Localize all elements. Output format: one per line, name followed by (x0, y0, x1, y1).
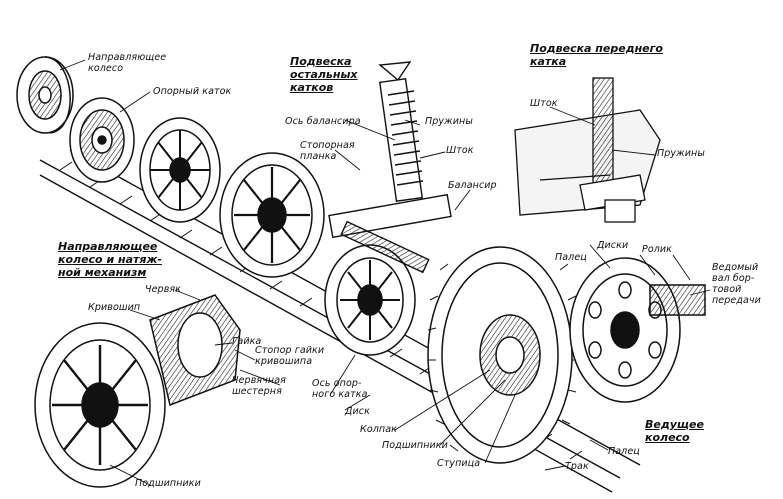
label-crank-nut-stopper: Стопор гайки кривошипа (255, 345, 324, 367)
label-worm: Червяк (145, 284, 181, 295)
heading-idler-and-tensioner: Направляющее колесо и натяж- ной механиз… (58, 240, 162, 279)
label-pin-top: Палец (555, 252, 587, 263)
label-springs-front: Пружины (657, 148, 705, 159)
label-balancer-axle: Ось балансира (285, 116, 361, 127)
label-bearings-bottom: Подшипники (135, 478, 201, 489)
road-wheel-1 (70, 98, 134, 182)
label-worm-gear: Червячная шестерня (232, 375, 286, 397)
label-pin-bottom: Палец (608, 446, 640, 457)
heading-other-wheels-suspension: Подвеска остальных катков (290, 55, 358, 94)
idler-tensioner-mechanism (35, 295, 240, 487)
label-balancer: Балансир (448, 180, 497, 191)
label-stop-plate: Стопорная планка (300, 140, 355, 162)
label-track: Трак (565, 461, 589, 472)
label-disc: Диск (345, 406, 370, 417)
label-roller: Ролик (642, 244, 672, 255)
label-discs: Диски (597, 240, 628, 251)
drive-wheel-assembly (428, 247, 580, 463)
heading-front-wheel-suspension: Подвеска переднего катка (530, 42, 663, 68)
label-driven-shaft: Ведомый вал бор- товой передачи (712, 262, 761, 306)
label-cap: Колпак (360, 424, 397, 435)
label-springs-main: Пружины (425, 116, 473, 127)
label-idler-wheel: Направляющее колесо (88, 52, 166, 74)
sprocket-exploded (570, 258, 705, 402)
label-hub: Ступица (437, 458, 480, 469)
label-bearings-center: Подшипники (382, 440, 448, 451)
road-wheel-3 (220, 153, 324, 277)
label-rod-front: Шток (530, 98, 558, 109)
label-crank: Кривошип (88, 302, 140, 313)
heading-drive-wheel: Ведущее колесо (645, 418, 704, 444)
label-road-wheel: Опорный каток (153, 86, 231, 97)
label-wheel-axle: Ось опор- ного катка (312, 378, 368, 400)
label-rod-main: Шток (446, 145, 474, 156)
road-wheel-2 (140, 118, 220, 222)
